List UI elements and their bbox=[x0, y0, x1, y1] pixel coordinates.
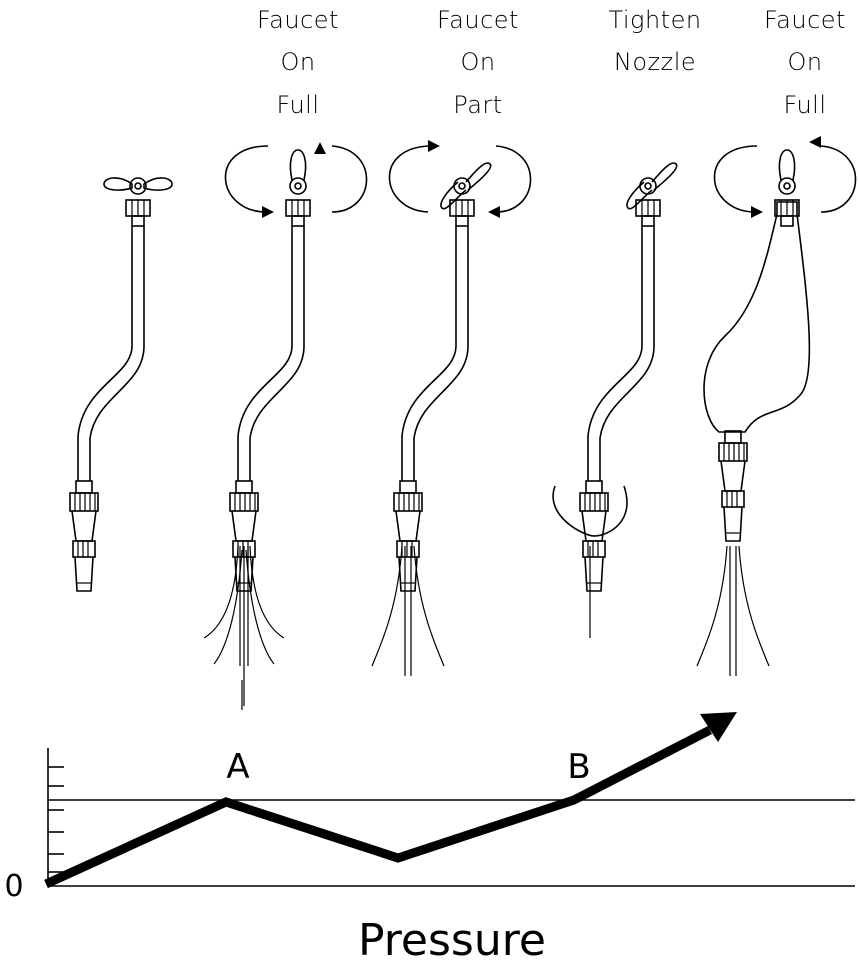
rotation-arrow-icon bbox=[751, 206, 763, 218]
stage-5-illustration bbox=[697, 136, 856, 676]
stage-3-caption-line: Part bbox=[453, 91, 502, 119]
stage-2-caption-line: Faucet bbox=[257, 6, 339, 34]
pressure-graph: A B 0 Pressure bbox=[4, 680, 855, 966]
stage-2-caption-line: Full bbox=[276, 91, 319, 119]
point-label-a: A bbox=[226, 747, 249, 787]
arrowhead-icon bbox=[700, 712, 737, 742]
stage-3-caption-line: On bbox=[460, 48, 495, 76]
x-axis-label: Pressure bbox=[358, 915, 546, 966]
stage-2-illustration bbox=[204, 142, 367, 706]
stage-2-caption-line: On bbox=[280, 48, 315, 76]
rotation-arrow-icon bbox=[262, 206, 274, 218]
stage-5-caption-line: On bbox=[787, 48, 822, 76]
rotation-arrow-icon bbox=[809, 136, 821, 148]
stage-1-illustration bbox=[70, 178, 172, 591]
stage-5-caption-line: Faucet bbox=[764, 6, 846, 34]
stage-5-caption-line: Full bbox=[783, 91, 826, 119]
rotation-arrow-icon bbox=[428, 140, 440, 152]
rotation-arrow-icon bbox=[488, 206, 500, 218]
origin-label: 0 bbox=[4, 869, 23, 904]
rotation-arrow-icon bbox=[314, 142, 326, 154]
stage-3-illustration bbox=[372, 140, 531, 676]
graph-y-ticks bbox=[48, 767, 64, 872]
pressure-curve bbox=[46, 730, 710, 884]
point-label-b: B bbox=[567, 747, 590, 787]
stage-3-caption-line: Faucet bbox=[437, 6, 519, 34]
stage-4-illustration bbox=[553, 163, 677, 638]
stage-4-caption-line: Tighten bbox=[608, 6, 701, 34]
stage-4-caption-line: Nozzle bbox=[614, 48, 696, 76]
